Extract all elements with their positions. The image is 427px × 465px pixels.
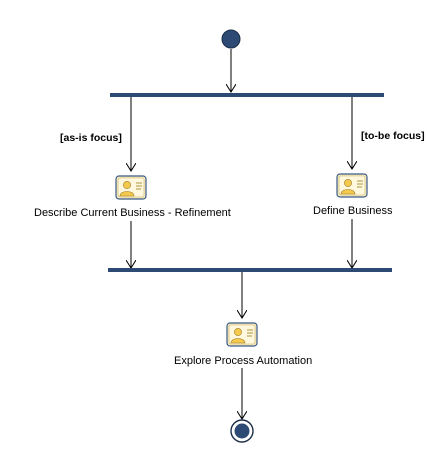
initial-node[interactable] xyxy=(221,29,241,49)
guard-as-is-focus: [as-is focus] xyxy=(60,132,122,144)
join-bar[interactable] xyxy=(108,268,392,272)
person-card-icon[interactable] xyxy=(336,173,368,198)
activity-label-explore: Explore Process Automation xyxy=(174,355,313,367)
fork-bar[interactable] xyxy=(110,93,384,97)
person-card-icon[interactable] xyxy=(115,175,147,200)
person-card-icon[interactable] xyxy=(226,322,258,347)
activity-label-define: Define Business xyxy=(313,205,393,217)
activity-label-describe: Describe Current Business - Refinement xyxy=(34,207,231,219)
guard-to-be-focus: [to-be focus] xyxy=(361,130,425,142)
final-node-inner xyxy=(234,423,250,439)
